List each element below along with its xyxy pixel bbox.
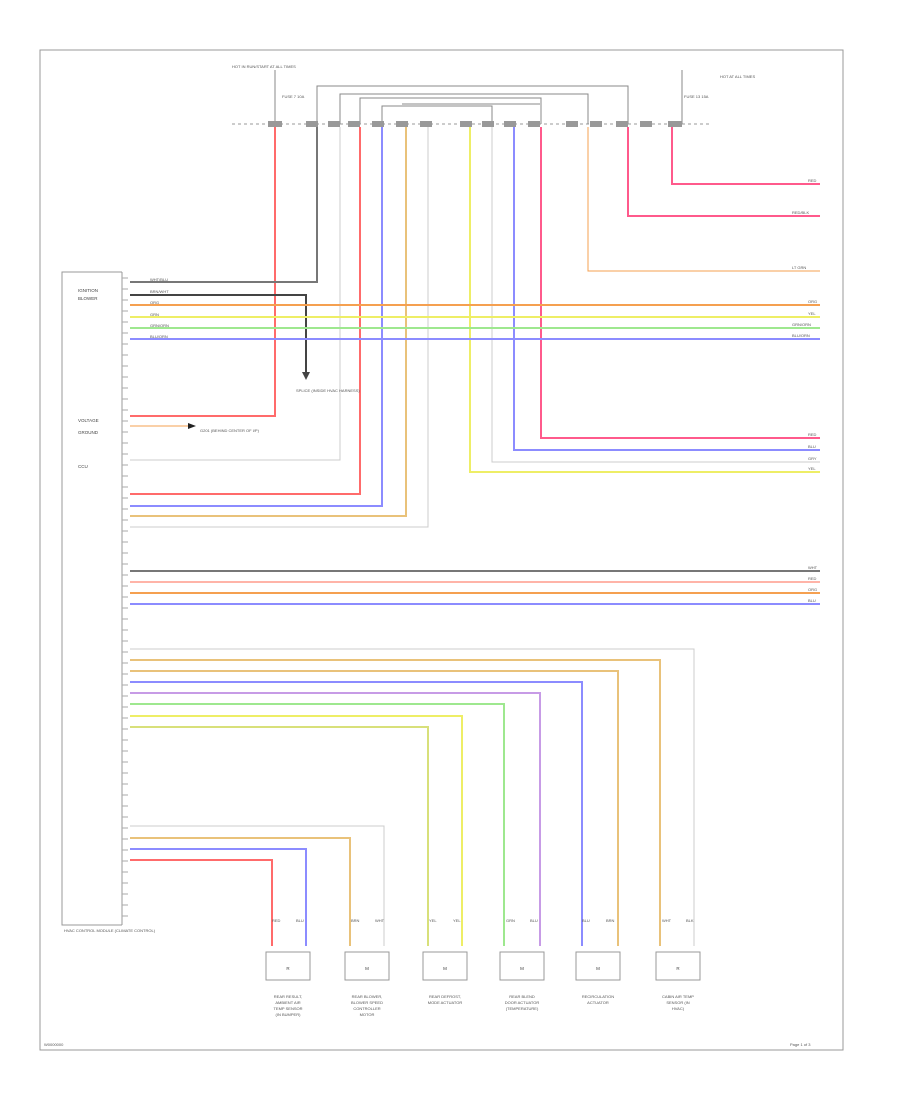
component-pin-label: YEL <box>453 918 461 923</box>
component-symbol: M <box>520 966 524 971</box>
component-box <box>655 951 701 981</box>
module-label-blower: BLOWER <box>78 296 98 301</box>
component-pin-label: RED <box>272 918 281 923</box>
component-label: CONTROLLER <box>353 1006 380 1011</box>
component-pin-label: BLU <box>530 918 538 923</box>
right-label-lower-4: BLU <box>808 598 816 603</box>
component-label: (IN BUMPER) <box>276 1012 302 1017</box>
connector-strip-right-note: HOT AT ALL TIMES <box>720 74 755 79</box>
right-label-mid-1: RED <box>808 432 817 437</box>
component-pin-label: BLU <box>582 918 590 923</box>
component-box <box>422 951 468 981</box>
left-fuse-label: FUSE 7 10A <box>282 94 305 99</box>
module-wire-labels: WHT/BLU BRN/WHT ORG GRN GRN/ORN BLU/ORN <box>150 277 169 339</box>
page-label: Page 1 of 3 <box>790 1042 811 1047</box>
right-edge-labels: RED RED/BLK LT GRN ORG YEL GRN/ORN BLU/O… <box>792 178 818 603</box>
right-fuse-label: FUSE 13 15A <box>684 94 709 99</box>
component-label: REAR DEFROST, <box>429 994 461 999</box>
connector-pins <box>268 121 682 127</box>
top-vertical-wires <box>130 127 820 528</box>
wire-label-1: WHT/BLU <box>150 277 168 282</box>
component-pin-label: GRN <box>506 918 515 923</box>
wire-label-5: GRN/ORN <box>150 323 169 328</box>
component-pin-label: BRN <box>351 918 360 923</box>
right-label-top-1: RED <box>808 178 817 183</box>
component-symbol: R <box>286 966 290 971</box>
component-label: REAR RESULT, <box>274 994 302 999</box>
module-label-ground: GROUND <box>78 430 99 435</box>
hvac-module-outline <box>61 271 122 926</box>
right-label-bus-2: YEL <box>808 311 816 316</box>
module-label-ccu: CCU <box>78 464 88 469</box>
module-pin-ticks <box>122 277 128 917</box>
wire-label-4: GRN <box>150 312 159 317</box>
component-box <box>344 951 390 981</box>
component-pin-label: BLU <box>296 918 304 923</box>
component-symbol: R <box>676 966 680 971</box>
right-label-bus-3: GRN/ORN <box>792 322 811 327</box>
wire-label-3: ORG <box>150 300 159 305</box>
component-label: AMBIENT AIR <box>275 1000 300 1005</box>
component-box <box>575 951 621 981</box>
ground-arrow <box>188 423 196 429</box>
component-label: HVAC) <box>672 1006 685 1011</box>
component-pin-label: YEL <box>429 918 437 923</box>
component-label: BLOWER SPEED <box>351 1000 383 1005</box>
component-label: DOOR ACTUATOR <box>505 1000 540 1005</box>
right-label-lower-1: WHT <box>808 565 818 570</box>
splice-arrow <box>302 372 310 380</box>
right-label-lower-3: ORG <box>808 587 817 592</box>
component-label: MODE ACTUATOR <box>428 1000 463 1005</box>
component-label: MOTOR <box>360 1012 375 1017</box>
figure-id: W0000000 <box>44 1042 64 1047</box>
component-label: RECIRCULATION <box>582 994 614 999</box>
bus-wires <box>130 304 820 605</box>
splice-wire <box>130 294 307 375</box>
component-wires <box>130 648 695 946</box>
ground-note: G201 (BEHIND CENTER OF I/P) <box>200 428 260 433</box>
right-label-mid-3: GRY <box>808 456 817 461</box>
component-pin-label: WHT <box>375 918 385 923</box>
component-symbol: M <box>443 966 447 971</box>
module-name: HVAC CONTROL MODULE (CLIMATE CONTROL) <box>64 928 156 933</box>
right-label-top-2: RED/BLK <box>792 210 809 215</box>
component-label: REAR BLOWER, <box>352 994 383 999</box>
module-label-ignition: IGNITION <box>78 288 98 293</box>
component-label: (TEMPERATURE) <box>506 1006 539 1011</box>
component-label: ACTUATOR <box>587 1000 609 1005</box>
component-3: M YEL YEL REAR DEFROST,MODE ACTUATOR <box>422 918 468 1005</box>
component-label: TEMP SENSOR <box>273 1006 302 1011</box>
component-label: CABIN AIR TEMP <box>662 994 694 999</box>
right-label-top-3: LT GRN <box>792 265 806 270</box>
module-label-voltage: VOLTAGE <box>78 418 99 423</box>
right-label-mid-4: YEL <box>808 466 816 471</box>
component-pin-label: BLK <box>686 918 694 923</box>
component-symbol: M <box>365 966 369 971</box>
component-box <box>499 951 545 981</box>
component-pin-label: BRN <box>606 918 615 923</box>
component-label: SENSOR (IN <box>666 1000 689 1005</box>
connector-strip-title: HOT IN RUN/START AT ALL TIMES <box>232 64 296 69</box>
right-label-mid-2: BLU <box>808 444 816 449</box>
splice-note: SPLICE (INSIDE HVAC HARNESS) <box>296 388 360 393</box>
right-label-bus-1: ORG <box>808 299 817 304</box>
component-pin-label: WHT <box>662 918 672 923</box>
diagram-frame <box>39 49 844 1051</box>
right-label-lower-2: RED <box>808 576 817 581</box>
top-bracket-lines <box>274 70 683 124</box>
component-label: REAR BLEND <box>509 994 535 999</box>
component-box <box>265 951 311 981</box>
wire-label-2: BRN/WHT <box>150 289 169 294</box>
component-2: M BRN WHT REAR BLOWER,BLOWER SPEEDCONTROLLE… <box>344 918 390 1017</box>
wire-label-6: BLU/ORN <box>150 334 168 339</box>
right-label-bus-4: BLU/ORN <box>792 333 810 338</box>
component-symbol: M <box>596 966 600 971</box>
